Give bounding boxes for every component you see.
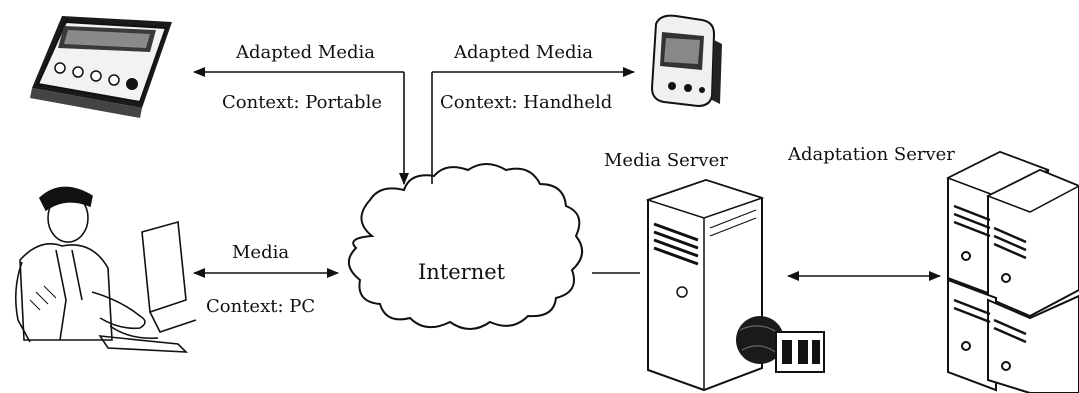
media-film-icon: [775, 331, 825, 373]
label-adaptation-server: Adaptation Server: [788, 144, 955, 165]
label-context-portable: Context: Portable: [222, 92, 382, 113]
label-media-server: Media Server: [604, 150, 728, 171]
arrow-to-handheld: [431, 67, 635, 184]
label-context-pc: Context: PC: [206, 296, 316, 317]
pc-user-icon: [14, 186, 197, 353]
adaptation-server-icon: [946, 150, 1079, 393]
handheld-pda-icon: [650, 14, 722, 108]
internet-cloud: [348, 163, 583, 330]
label-internet: Internet: [418, 260, 506, 284]
label-adapted-media-handheld: Adapted Media: [454, 42, 593, 63]
label-adapted-media-portable: Adapted Media: [236, 42, 375, 63]
label-media-pc: Media: [232, 242, 290, 263]
media-server-icon: [645, 178, 825, 392]
label-context-handheld: Context: Handheld: [440, 92, 613, 113]
portable-device-icon: [30, 16, 172, 118]
arrow-to-portable: [193, 67, 409, 185]
